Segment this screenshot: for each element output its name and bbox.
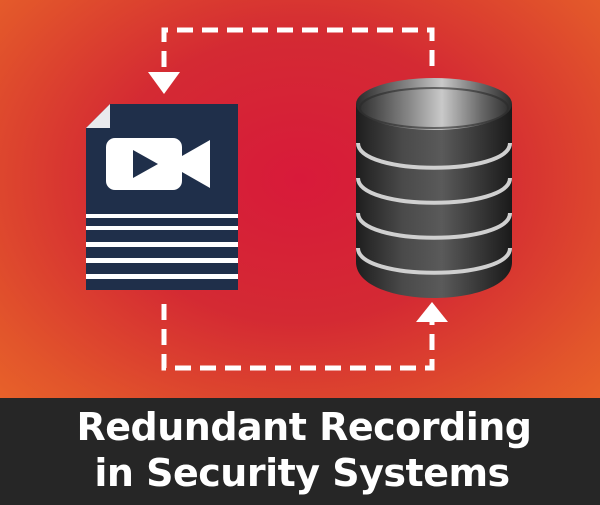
play-icon bbox=[133, 150, 158, 178]
illustration-area bbox=[0, 0, 600, 398]
video-file-icon bbox=[86, 104, 238, 290]
illustration-svg bbox=[86, 27, 512, 371]
top-dashed-path bbox=[161, 27, 435, 74]
database-ring bbox=[356, 247, 512, 275]
bottom-dashed-path bbox=[161, 304, 435, 371]
arrow-down-icon bbox=[148, 72, 180, 94]
database-ring bbox=[356, 212, 512, 240]
document-corner-fold bbox=[86, 104, 110, 128]
database-icon bbox=[356, 78, 512, 298]
dashed-arrow-loop bbox=[161, 27, 435, 371]
caption-line-1: Redundant Recording bbox=[76, 405, 532, 449]
caption-line-2: in Security Systems bbox=[94, 451, 510, 495]
video-camera-icon bbox=[106, 138, 210, 190]
arrow-up-icon bbox=[416, 302, 448, 322]
caption-bar: Redundant Recording in Security Systems bbox=[0, 398, 600, 505]
database-ring bbox=[356, 177, 512, 205]
database-ring bbox=[356, 142, 512, 170]
